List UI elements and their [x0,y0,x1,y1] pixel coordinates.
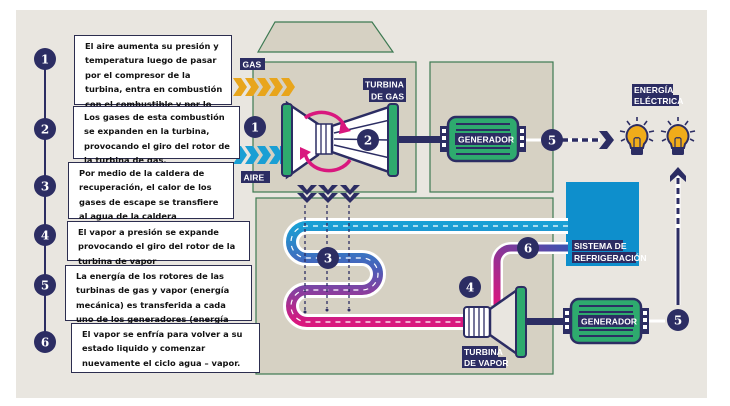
cooling-label-line1: SISTEMA DE [574,241,627,251]
step-5-description: La energía de los rotores de las turbina… [65,265,252,339]
generator-bottom [563,297,649,345]
step-6-description: El vapor se enfría para volver a su esta… [71,323,260,373]
timeline-step-2: 2 [34,118,56,140]
gas-turbine-label-bg [363,78,406,90]
svg-text:2: 2 [41,123,49,137]
light-bulb-icon [660,117,696,155]
marker-boiler: 3 [317,247,339,269]
timeline-step-4: 4 [34,224,56,246]
svg-text:3: 3 [41,180,49,194]
steam-turbine-label-bg [462,346,498,357]
step-1-description: El aire aumenta su presión y temperatura… [74,35,232,123]
energy-arrow-icon [599,131,614,149]
steam-turbine-shaft [526,318,570,325]
heat-flow-arrows [297,185,360,203]
chimney-roof [256,21,395,53]
generator-top [440,115,526,163]
marker-compressor: 1 [244,116,266,138]
svg-text:3: 3 [324,252,332,266]
step-4-text: El vapor a presión se expande provocando… [78,227,236,266]
energy-arrow-up-icon [670,167,686,182]
step-2-description: Los gases de esta combustión se expanden… [73,106,240,165]
steam-turbine-label-line1: TURBINA [464,347,503,357]
air-label-bg [241,171,270,183]
air-label: AIRE [244,173,265,183]
timeline-step-5: 5 [34,274,56,296]
marker-generator-bottom: 5 [667,309,689,331]
svg-text:1: 1 [251,121,259,135]
cooling-label-line2: REFRIGERACIÓN [574,252,647,263]
step-2-text: Los gases de esta combustión se expanden… [84,112,230,166]
gas-turbine-label-line1: TURBINA [365,80,404,90]
cooling-label-bg [572,240,623,251]
step-3-description: Por medio de la caldera de recuperación,… [68,162,234,236]
rotation-arrow-bottom-icon [303,152,352,173]
heat-transfer-lines [304,205,350,310]
gas-turbine-label-line2: DE GAS [371,92,404,102]
timeline-step-3: 3 [34,175,56,197]
marker-gas-turbine: 2 [357,129,379,151]
condensate-return-pipe [493,244,568,305]
air-flow-arrows [233,146,285,164]
svg-text:6: 6 [524,242,532,256]
gas-label-bg [240,58,265,70]
gas-turbine-shaft [398,136,446,143]
electric-energy-label-bg [632,84,673,95]
svg-text:5: 5 [548,134,556,148]
svg-text:4: 4 [41,229,49,243]
generator-bottom-label: GENERADOR [581,317,637,327]
svg-text:2: 2 [364,134,372,148]
svg-text:6: 6 [41,336,49,350]
step-4-description: El vapor a presión se expande provocando… [67,221,250,266]
timeline-step-6: 6 [34,331,56,353]
marker-generator-top: 5 [541,129,563,151]
gas-flow-arrows [233,78,295,96]
electric-energy-label-line2: ELÉCTRICA [634,96,684,106]
marker-cooling: 6 [517,237,539,259]
generator-top-label: GENERADOR [458,135,514,145]
timeline-step-1: 1 [34,48,56,70]
svg-text:4: 4 [466,281,474,295]
light-bulb-icon [619,117,655,155]
gas-label: GAS [243,60,262,70]
step-6-text: El vapor se enfría para volver a su esta… [82,329,243,368]
electric-energy-label-line1: ENERGÍA [634,85,673,95]
svg-text:5: 5 [674,314,682,328]
steam-turbine-label-line2: DE VAPOR [464,358,509,368]
marker-steam-turbine: 4 [459,276,481,298]
svg-text:5: 5 [41,279,49,293]
svg-text:1: 1 [41,53,49,67]
gas-turbine [281,100,399,180]
